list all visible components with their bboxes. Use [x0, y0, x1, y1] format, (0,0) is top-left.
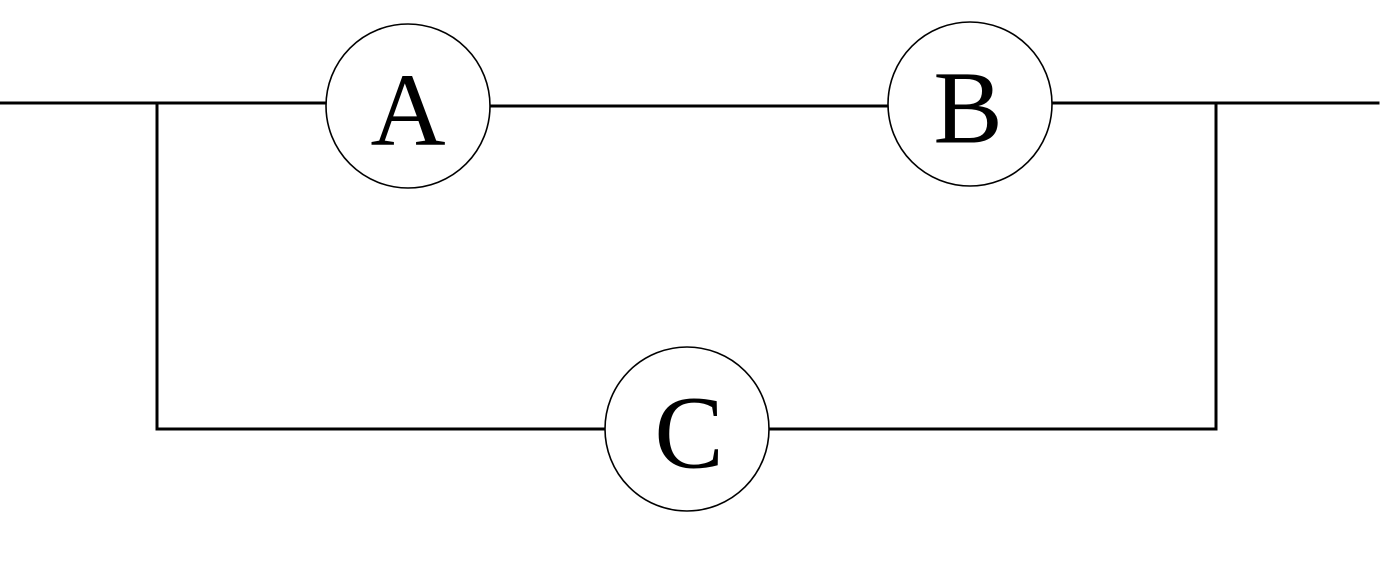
component-c-circle	[604, 346, 770, 512]
component-c: C	[604, 346, 770, 512]
component-c-label: C	[654, 376, 723, 491]
component-a: A	[325, 23, 491, 189]
component-a-label: A	[370, 53, 445, 168]
component-a-circle	[325, 23, 491, 189]
component-b: B	[887, 21, 1053, 187]
component-b-circle	[887, 21, 1053, 187]
component-b-label: B	[933, 51, 1002, 166]
